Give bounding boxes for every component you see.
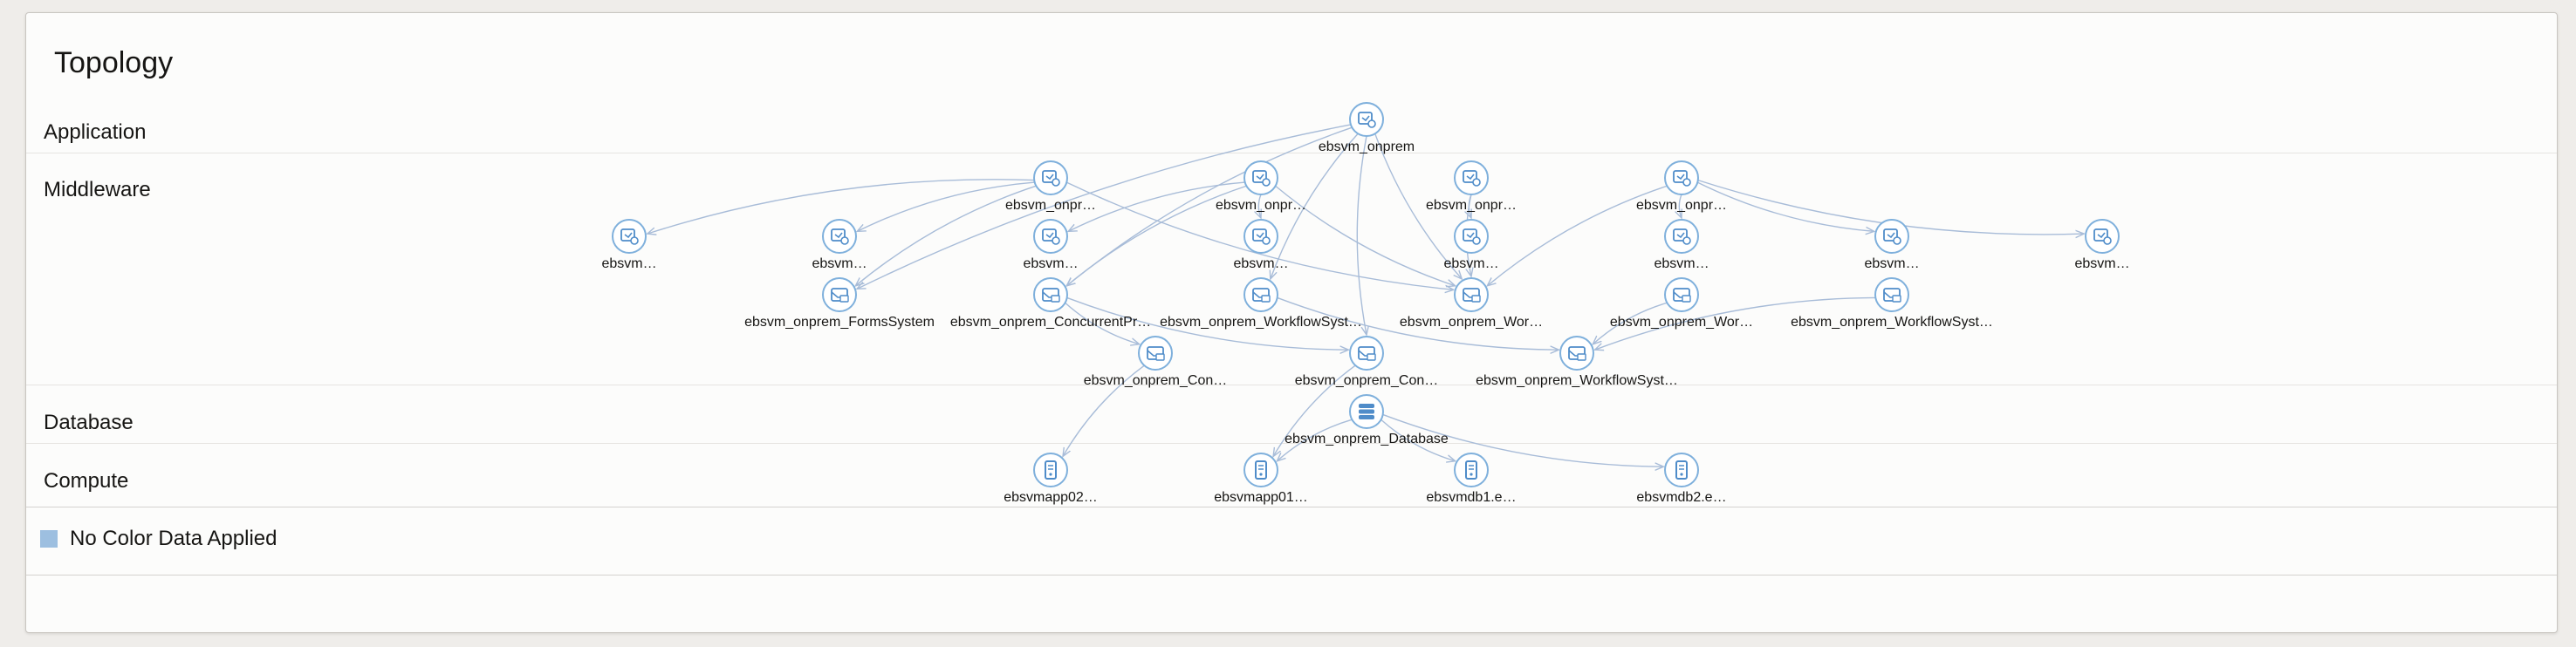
tier-label-application: Application (44, 120, 147, 144)
topology-node-c3[interactable]: ebsvm_onprem_WorkflowSyst… (1160, 277, 1362, 330)
topology-node-d1[interactable]: ebsvm_onprem_Con… (1084, 336, 1228, 388)
edge (1273, 364, 1356, 456)
nodes: ebsvm_onprem ebsvm_onpr… ebsvm_onpr… ebsvm_… (601, 102, 2130, 505)
topology-node-c2[interactable]: ebsvm_onprem_ConcurrentPr… (950, 277, 1151, 330)
topology-node-s5[interactable]: ebsvm… (1443, 219, 1499, 271)
node-label: ebsvm… (812, 256, 867, 271)
topology-node-m3[interactable]: ebsvm_onpr… (1426, 160, 1517, 213)
topology-node-s1[interactable]: ebsvm… (601, 219, 657, 271)
topology-diagram: ebsvm_onprem ebsvm_onpr… ebsvm_onpr… ebsvm_… (601, 102, 2130, 505)
topology-node-db[interactable]: ebsvm_onprem_Database (1285, 394, 1449, 446)
topology-node-m2[interactable]: ebsvm_onpr… (1216, 160, 1306, 213)
node-label: ebsvm_onprem_FormsSystem (744, 315, 935, 330)
edge (1487, 185, 1668, 286)
node-label: ebsvm_onprem_WorkflowSyst… (1476, 373, 1678, 388)
topology-node-app[interactable]: ebsvm_onprem (1319, 102, 1415, 154)
topology-node-h3[interactable]: ebsvmdb1.e… (1426, 453, 1517, 505)
topology-node-m4[interactable]: ebsvm_onpr… (1636, 160, 1727, 213)
node-label: ebsvm… (1233, 256, 1288, 271)
edge (1380, 419, 1456, 461)
node-label: ebsvm_onprem_Con… (1295, 373, 1439, 388)
topology-node-h1[interactable]: ebsvmapp02… (1004, 453, 1098, 505)
edge (1696, 181, 1874, 231)
topology-node-c6[interactable]: ebsvm_onprem_WorkflowSyst… (1791, 277, 1993, 330)
topology-node-s2[interactable]: ebsvm… (812, 219, 867, 271)
edges (647, 124, 2084, 467)
topology-node-c5[interactable]: ebsvm_onprem_Wor… (1610, 277, 1753, 330)
node-label: ebsvm_onprem_Database (1285, 432, 1449, 446)
edge (1595, 296, 1876, 350)
topology-node-s8[interactable]: ebsvm… (2074, 219, 2130, 271)
node-label: ebsvm_onpr… (1216, 198, 1306, 213)
node-label: ebsvm_onpr… (1426, 198, 1517, 213)
node-label: ebsvm… (601, 256, 656, 271)
edge (1356, 135, 1367, 335)
topology-node-m1[interactable]: ebsvm_onpr… (1005, 160, 1096, 213)
edge (1068, 181, 1245, 231)
node-label: ebsvmdb2.e… (1636, 490, 1726, 505)
edge (1593, 302, 1668, 344)
node-label: ebsvm… (1654, 256, 1709, 271)
node-label: ebsvmapp02… (1004, 490, 1098, 505)
node-label: ebsvm… (1443, 256, 1498, 271)
legend: No Color Data Applied (40, 527, 277, 551)
node-label: ebsvm_onprem_WorkflowSyst… (1160, 315, 1362, 330)
edge (1382, 413, 1664, 467)
edge (1277, 419, 1353, 461)
node-label: ebsvm_onprem_Wor… (1400, 315, 1543, 330)
topology-node-s4[interactable]: ebsvm… (1233, 219, 1289, 271)
topology-node-s7[interactable]: ebsvm… (1864, 219, 1920, 271)
edge (1277, 296, 1559, 350)
node-label: ebsvm_onprem_Wor… (1610, 315, 1753, 330)
edge (857, 124, 1352, 289)
edge (857, 181, 1035, 231)
page-title: Topology (54, 46, 174, 79)
tier-label-middleware: Middleware (44, 178, 151, 201)
node-label: ebsvm_onprem_ConcurrentPr… (950, 315, 1151, 330)
edge (1066, 296, 1349, 350)
edge (1679, 194, 1682, 218)
topology-panel: Topology Application Middleware Database… (25, 12, 2558, 633)
node-label: ebsvmapp01… (1214, 490, 1308, 505)
tier-divider (26, 443, 2557, 444)
edge (1374, 133, 1462, 279)
edge (1258, 194, 1261, 218)
edge (1066, 181, 1453, 289)
node-label: ebsvm_onprem (1319, 140, 1415, 154)
edge (1275, 185, 1456, 286)
node-label: ebsvm_onpr… (1005, 198, 1096, 213)
node-label: ebsvm_onprem_Con… (1084, 373, 1228, 388)
topology-node-s6[interactable]: ebsvm… (1654, 219, 1709, 271)
edge (855, 185, 1037, 286)
topology-node-s3[interactable]: ebsvm… (1023, 219, 1079, 271)
topology-node-h4[interactable]: ebsvmdb2.e… (1636, 453, 1727, 505)
topology-node-d2[interactable]: ebsvm_onprem_Con… (1295, 336, 1439, 388)
node-label: ebsvm… (1864, 256, 1919, 271)
tier-label-database: Database (44, 411, 134, 434)
edge (1271, 133, 1359, 279)
tier-label-compute: Compute (44, 469, 129, 493)
node-label: ebsvm… (1023, 256, 1078, 271)
topology-node-d3[interactable]: ebsvm_onprem_WorkflowSyst… (1476, 336, 1678, 388)
topology-node-c1[interactable]: ebsvm_onprem_FormsSystem (744, 277, 935, 330)
topology-node-c4[interactable]: ebsvm_onprem_Wor… (1400, 277, 1543, 330)
topology-node-h2[interactable]: ebsvmapp01… (1214, 453, 1308, 505)
legend-swatch (40, 530, 58, 548)
edge (1063, 364, 1145, 456)
node-label: ebsvm… (2074, 256, 2129, 271)
legend-label: No Color Data Applied (70, 527, 277, 550)
edge (1065, 302, 1140, 344)
edge (1066, 126, 1353, 286)
node-label: ebsvmdb1.e… (1426, 490, 1516, 505)
node-label: ebsvm_onprem_WorkflowSyst… (1791, 315, 1993, 330)
node-label: ebsvm_onpr… (1636, 198, 1727, 213)
edge (647, 179, 1035, 234)
